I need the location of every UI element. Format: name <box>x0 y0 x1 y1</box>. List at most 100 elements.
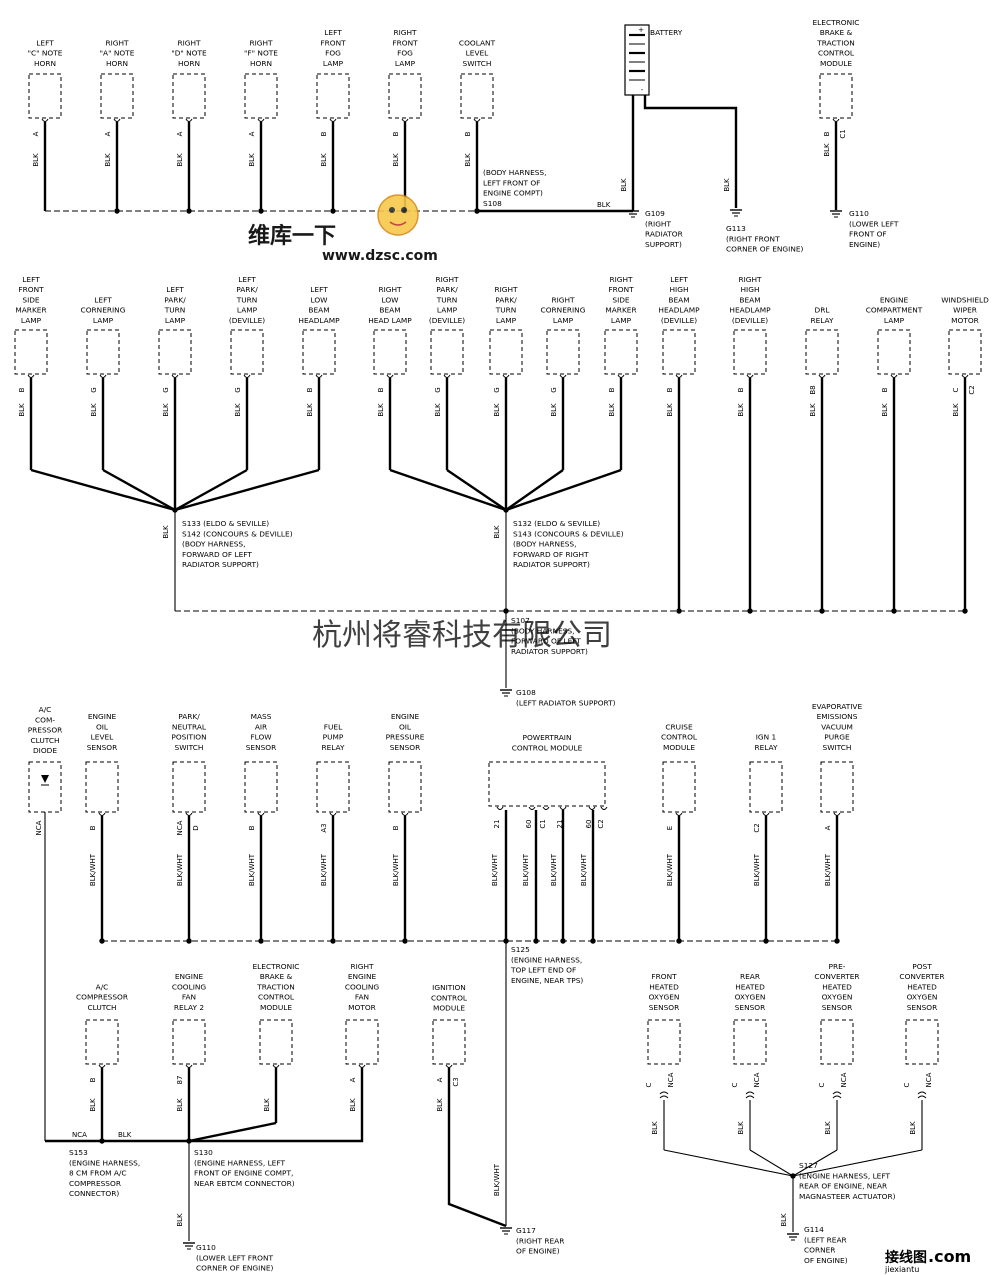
g110-label: (LOWER LEFT <box>849 219 899 228</box>
wire-color-label: BLK <box>823 143 831 157</box>
component-name: VACUUM <box>821 722 853 731</box>
wire-color-label: BLK <box>493 403 501 417</box>
pin-terminal <box>762 812 770 816</box>
component-name: MODULE <box>260 1003 292 1012</box>
wire-color-label: BLK <box>436 1098 444 1112</box>
component-name: RIGHT <box>551 295 575 304</box>
l-park-turn-dev-box <box>230 329 264 375</box>
pin-label: C1 <box>539 819 547 828</box>
pin-terminal <box>358 1064 366 1068</box>
s108-label: S108 <box>483 199 502 208</box>
component-name: DRL <box>815 306 831 315</box>
component-name: RELAY <box>810 316 834 325</box>
splice-dot <box>330 938 336 944</box>
s107-label: RADIATOR SUPPORT) <box>511 647 588 656</box>
s130-label: S130 <box>194 1148 213 1157</box>
component-name: MOTOR <box>348 1003 376 1012</box>
pin-terminal <box>832 1091 842 1095</box>
pin-terminal <box>257 812 265 816</box>
component-name: HEATED <box>907 982 937 991</box>
splice-dot <box>258 208 264 214</box>
ground-wire <box>792 1149 838 1177</box>
g110b-label: CORNER OF ENGINE) <box>196 1264 274 1273</box>
wire-color-label: BLK <box>952 403 960 417</box>
component-name: COMPARTMENT <box>866 306 923 315</box>
component-name: SENSOR <box>907 1003 938 1012</box>
wire-color-label: BLK <box>377 403 385 417</box>
pin-label: C2 <box>968 385 976 394</box>
wire-color-label: BLK <box>597 201 611 209</box>
pin-terminal <box>113 118 121 122</box>
pin-terminal <box>559 374 567 378</box>
component-name: BEAM <box>668 295 689 304</box>
wire-color-label: BLK/WHT <box>248 853 256 886</box>
component-name: CRUISE <box>665 722 693 731</box>
component-name: REAR <box>740 972 760 981</box>
component-name: FUEL <box>324 722 343 731</box>
s108-label: ENGINE COMPT) <box>483 189 543 198</box>
pin-terminal <box>272 1064 280 1068</box>
splice-dot <box>676 608 682 614</box>
pin-terminal <box>746 374 754 378</box>
wire-color-label: BLK <box>464 153 472 167</box>
g109-label: RADIATOR <box>645 230 683 239</box>
coolant-box <box>460 73 494 119</box>
wire-color-label: BLK <box>32 153 40 167</box>
l-side-marker-box <box>14 329 48 375</box>
battery-plus: + <box>638 26 644 34</box>
ac-diode-box <box>28 761 62 813</box>
ground-wire <box>389 468 507 512</box>
component-name: PARK/ <box>236 285 258 294</box>
wire-color-label: BLK <box>737 403 745 417</box>
component-name: LAMP <box>884 316 905 325</box>
pin-label: B8 <box>809 385 817 394</box>
pin-terminal <box>675 812 683 816</box>
s133-label: S133 (ELDO & SEVILLE) <box>182 519 269 528</box>
s130-label: NEAR EBTCM CONNECTOR) <box>194 1179 295 1188</box>
component-name: EMISSIONS <box>817 712 858 721</box>
component-name: SENSOR <box>87 743 118 752</box>
g117-label: G117 <box>516 1226 536 1235</box>
pin-terminal <box>745 1091 755 1095</box>
s130-label: (ENGINE HARNESS, LEFT <box>194 1158 285 1167</box>
wire-color-label: BLK <box>118 1131 132 1139</box>
component-name: HORN <box>106 59 128 68</box>
pin-label: NCA <box>176 820 184 835</box>
wire-color-label: BLK <box>620 178 628 192</box>
component-name: ELECTRONIC <box>253 962 300 971</box>
s132-label: S132 (ELDO & SEVILLE) <box>513 519 600 528</box>
pcm-name: POWERTRAIN <box>523 733 572 742</box>
component-name: FLOW <box>250 733 272 742</box>
l-park-turn-box <box>158 329 192 375</box>
g108-label: (LEFT RADIATOR SUPPORT) <box>516 698 616 707</box>
splice-dot <box>763 938 769 944</box>
component-name: FRONT <box>18 285 44 294</box>
wire-color-label: BLK <box>234 403 242 417</box>
pin-label: G <box>90 387 98 392</box>
component-name: RIGHT <box>105 38 129 47</box>
splice-dot <box>590 938 596 944</box>
corner-watermark: 接线图 .com jiexiantu <box>884 1247 971 1274</box>
dzsc-logo-watermark: 维库一下 www.dzsc.com <box>248 194 438 264</box>
pin-label: NCA <box>840 1072 848 1087</box>
pin-label: B <box>306 387 314 392</box>
post-conv-o2-box <box>905 1019 939 1065</box>
component-name: SENSOR <box>246 743 277 752</box>
logo-url: www.dzsc.com <box>322 248 438 264</box>
ground-wire <box>792 1149 923 1177</box>
component-name: RIGHT <box>393 28 417 37</box>
pin-terminal <box>917 1091 927 1095</box>
component-name: RIGHT <box>249 38 273 47</box>
wire-color-label: NCA <box>72 1131 87 1139</box>
component-name: MOTOR <box>951 316 979 325</box>
pin-label: B <box>377 387 385 392</box>
pin-label: C2 <box>597 819 605 828</box>
s153-label: CONNECTOR) <box>69 1189 119 1198</box>
component-name: LAMP <box>437 306 458 315</box>
component-name: ENGINE <box>391 712 420 721</box>
component-name: PRE- <box>829 962 846 971</box>
component-name: HIGH <box>669 285 688 294</box>
component-name: DIODE <box>33 746 57 755</box>
component-name: SENSOR <box>649 1003 680 1012</box>
ac-clutch-box <box>85 1019 119 1065</box>
